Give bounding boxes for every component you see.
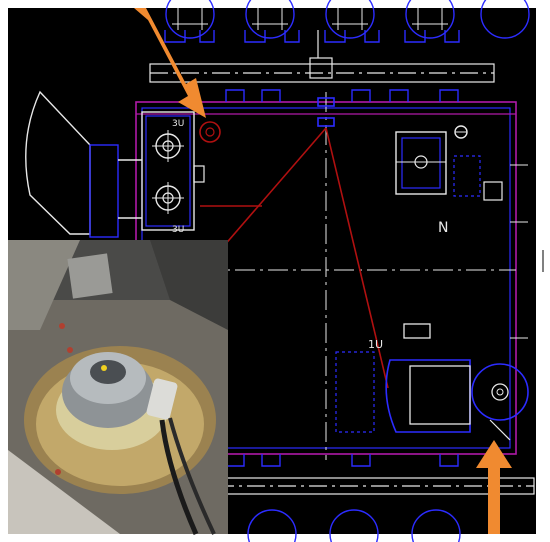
top-rail	[149, 30, 495, 83]
top-roller-hatching	[172, 8, 448, 30]
bottom-roller-row	[247, 509, 461, 542]
motor-b-label: 3U	[172, 225, 184, 235]
motor-a-label: 3U	[172, 119, 184, 129]
motor-1u	[335, 323, 529, 441]
centre-lines	[136, 92, 528, 460]
motor-photo-inset	[8, 240, 228, 536]
centre-coupling	[317, 97, 335, 127]
zone-n-label: N	[438, 220, 448, 236]
red-leader-lines	[200, 127, 389, 389]
top-bracket-ticks	[164, 30, 460, 43]
arrow-up-icon	[476, 440, 512, 534]
motor-block-3u	[141, 111, 221, 231]
gear-guard-outline	[25, 90, 142, 238]
top-roller-row	[165, 0, 530, 39]
upper-right-component	[395, 125, 503, 201]
zone-1u-label: 1U	[368, 338, 383, 351]
frame-tabs	[225, 89, 459, 467]
arrow-down-right-icon	[134, 8, 206, 118]
